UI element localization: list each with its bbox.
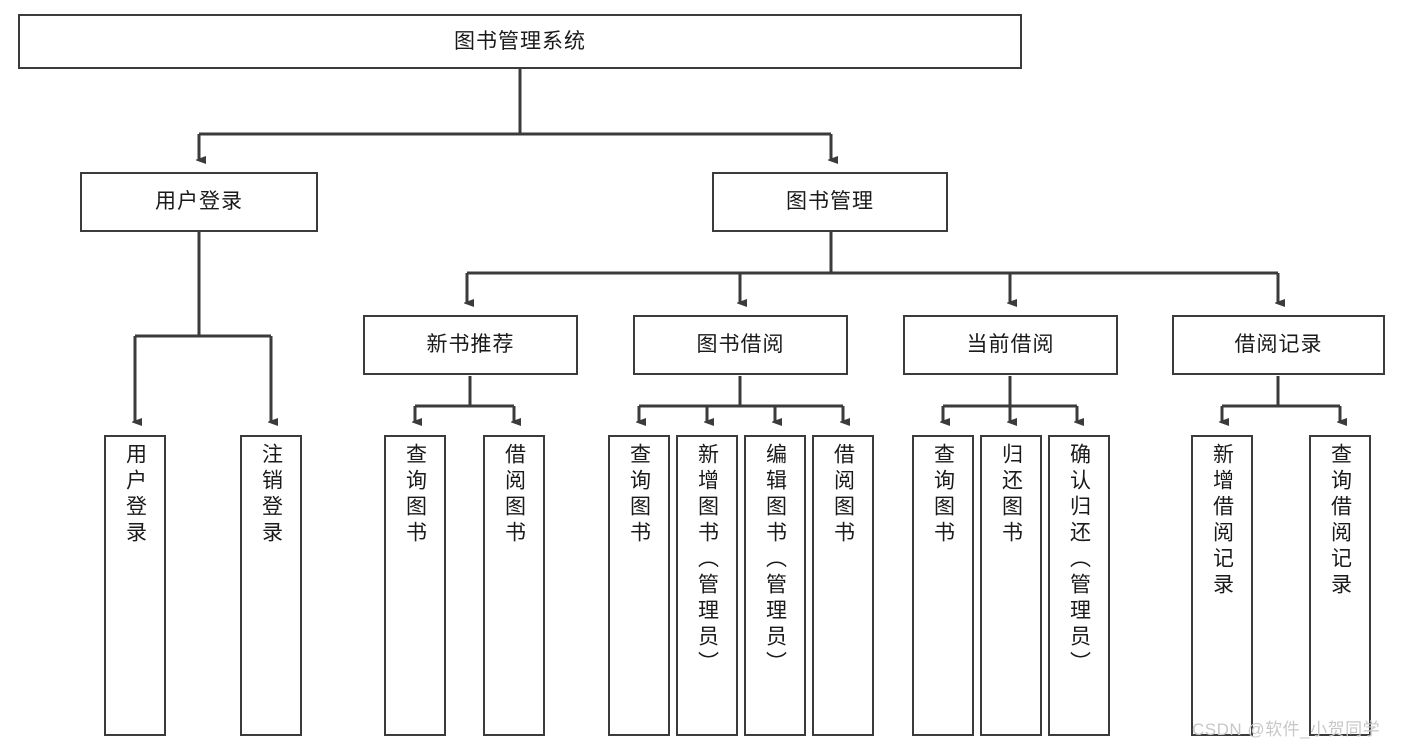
leaf-user-login-login[interactable]: 用户登录 — [104, 435, 166, 736]
node-borrow-record-label: 借阅记录 — [1234, 333, 1323, 357]
leaf-label: 查询借阅记录 — [1328, 443, 1352, 599]
leaf-label: 归还图书 — [999, 443, 1023, 547]
node-new-book-recommend[interactable]: 新书推荐 — [363, 315, 578, 375]
node-book-borrow[interactable]: 图书借阅 — [633, 315, 848, 375]
leaf-label: 新增借阅记录 — [1210, 443, 1234, 599]
leaf-current-borrow-confirm[interactable]: 确认归还（管理员） — [1048, 435, 1110, 736]
leaf-label: 查询图书 — [931, 443, 955, 547]
leaf-label: 新增图书（管理员） — [695, 443, 719, 677]
leaf-book-borrow-query[interactable]: 查询图书 — [608, 435, 670, 736]
leaf-new-book-borrow[interactable]: 借阅图书 — [483, 435, 545, 736]
leaf-user-login-logout[interactable]: 注销登录 — [240, 435, 302, 736]
leaf-current-borrow-query[interactable]: 查询图书 — [912, 435, 974, 736]
leaf-book-borrow-borrow[interactable]: 借阅图书 — [812, 435, 874, 736]
leaf-book-borrow-edit[interactable]: 编辑图书（管理员） — [744, 435, 806, 736]
watermark: CSDN @软件_小贺同学 — [1192, 720, 1381, 739]
leaf-label: 注销登录 — [259, 443, 283, 547]
leaf-label: 借阅图书 — [831, 443, 855, 547]
leaf-label: 用户登录 — [123, 443, 147, 547]
leaf-label: 编辑图书（管理员） — [763, 443, 787, 677]
leaf-book-borrow-add[interactable]: 新增图书（管理员） — [676, 435, 738, 736]
node-user-login[interactable]: 用户登录 — [80, 172, 318, 232]
node-book-manage-label: 图书管理 — [786, 190, 874, 214]
node-current-borrow[interactable]: 当前借阅 — [903, 315, 1118, 375]
leaf-label: 确认归还（管理员） — [1067, 443, 1091, 677]
leaf-label: 查询图书 — [403, 443, 427, 547]
node-borrow-record[interactable]: 借阅记录 — [1172, 315, 1385, 375]
node-user-login-label: 用户登录 — [155, 190, 243, 214]
node-new-book-recommend-label: 新书推荐 — [426, 333, 515, 357]
leaf-borrow-record-query[interactable]: 查询借阅记录 — [1309, 435, 1371, 736]
node-book-manage[interactable]: 图书管理 — [712, 172, 948, 232]
leaf-borrow-record-add[interactable]: 新增借阅记录 — [1191, 435, 1253, 736]
node-root[interactable]: 图书管理系统 — [18, 14, 1022, 69]
leaf-label: 查询图书 — [627, 443, 651, 547]
node-current-borrow-label: 当前借阅 — [966, 333, 1055, 357]
leaf-current-borrow-return[interactable]: 归还图书 — [980, 435, 1042, 736]
node-root-label: 图书管理系统 — [454, 29, 586, 53]
node-book-borrow-label: 图书借阅 — [696, 333, 785, 357]
leaf-new-book-query[interactable]: 查询图书 — [384, 435, 446, 736]
leaf-label: 借阅图书 — [502, 443, 526, 547]
